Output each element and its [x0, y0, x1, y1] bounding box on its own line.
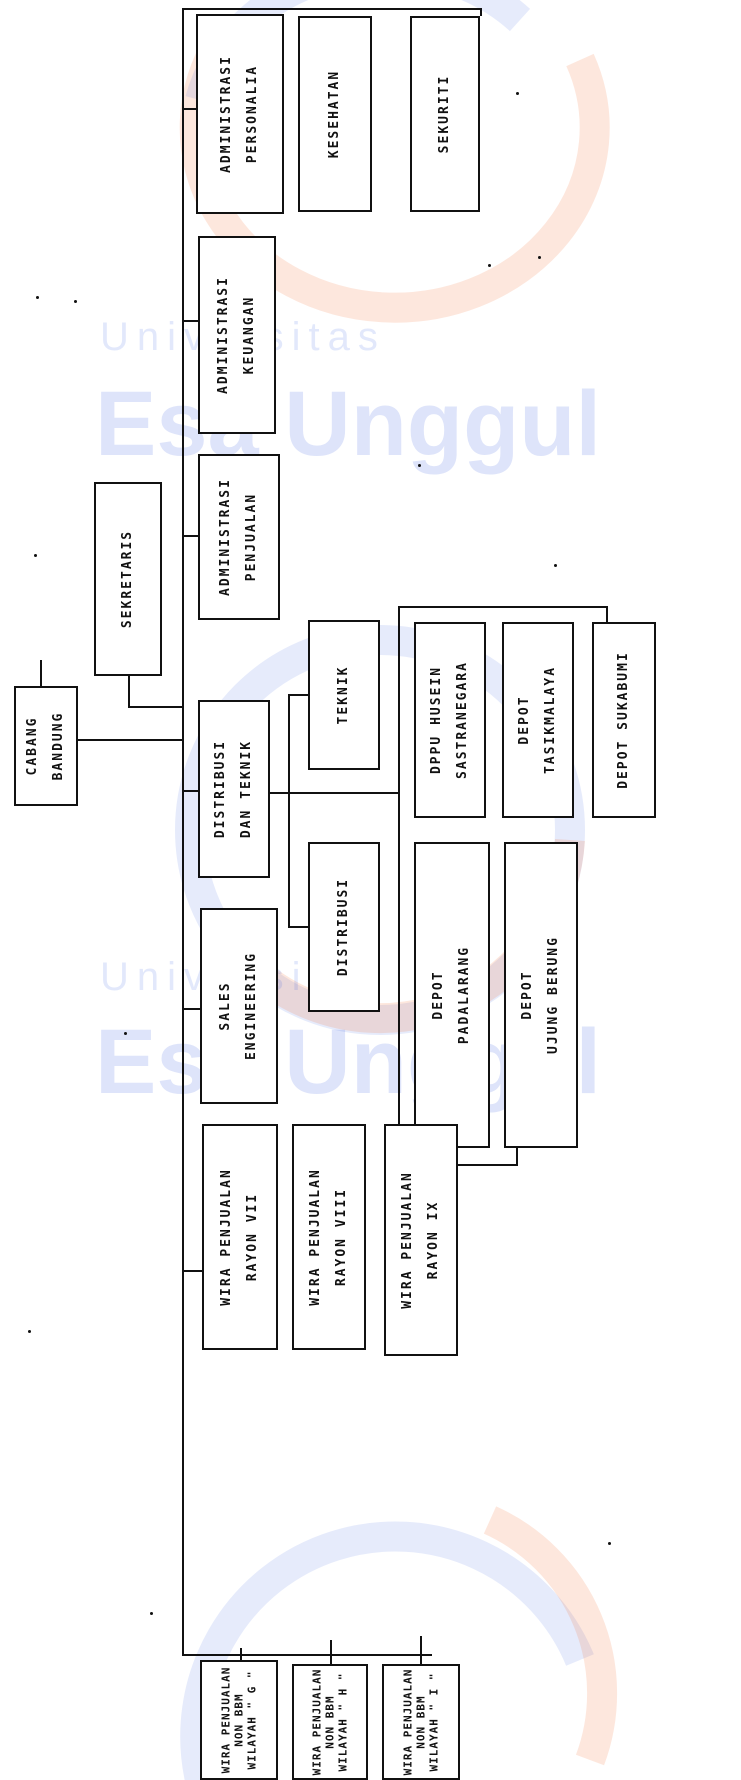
box-administrasi-personalia: ADMINISTRASI PERSONALIA — [196, 14, 284, 214]
wilayah-h-label: WIRA PENJUALAN NON BBM WILAYAH " H " — [310, 1668, 350, 1776]
box-teknik: TEKNIK — [308, 620, 380, 770]
scan-speck — [74, 300, 77, 303]
wilayah-i-label: WIRA PENJUALAN NON BBM WILAYAH " I " — [401, 1668, 441, 1776]
administrasi-penjualan-label: ADMINISTRASI PENJUALAN — [218, 478, 259, 596]
scan-speck — [538, 256, 541, 259]
scan-speck — [150, 1612, 153, 1615]
connector-rayon-vii — [182, 1270, 202, 1272]
sales-engineering-label: SALES ENGINEERING — [218, 951, 259, 1061]
box-depot-padalarang: DEPOT PADALARANG — [414, 842, 490, 1148]
connector-rayon-ix — [420, 1636, 422, 1656]
connector-sales-engineering — [182, 1008, 202, 1010]
connector-teknik — [288, 694, 310, 696]
connector-admin-keuangan — [182, 320, 200, 322]
box-wilayah-g: WIRA PENJUALAN NON BBM WILAYAH " G " — [200, 1660, 278, 1780]
connector-dt-subbranch — [270, 792, 400, 794]
connector-top-bar — [182, 8, 482, 10]
wira-rayon-vii-label: WIRA PENJUALAN RAYON VII — [219, 1168, 260, 1306]
connector-wilayah-g — [240, 1648, 242, 1662]
depot-padalarang-label: DEPOT PADALARANG — [431, 945, 472, 1045]
box-wira-rayon-ix: WIRA PENJUALAN RAYON IX — [384, 1124, 458, 1356]
scan-speck — [36, 296, 39, 299]
box-sekuriti: SEKURITI — [410, 16, 480, 212]
watermark-name-1: Esa Unggul — [95, 373, 602, 475]
administrasi-personalia-label: ADMINISTRASI PERSONALIA — [219, 55, 260, 173]
connector-depot-bottom-stub-2 — [516, 1148, 518, 1166]
scan-speck — [516, 92, 519, 95]
kesehatan-label: KESEHATAN — [327, 69, 342, 159]
connector-distribusi-teknik — [182, 790, 200, 792]
depot-sukabumi-label: DEPOT SUKABUMI — [616, 651, 631, 789]
connector-distribusi — [288, 926, 310, 928]
dppu-husein-label: DPPU HUSEIN SASTRANEGARA — [429, 661, 470, 779]
connector-teknik-distribusi-bus — [288, 694, 290, 928]
box-depot-tasikmalaya: DEPOT TASIKMALAYA — [502, 622, 574, 818]
connector-depot-frame-bottom — [398, 1164, 518, 1166]
scan-speck — [418, 464, 421, 467]
wira-rayon-ix-label: WIRA PENJUALAN RAYON IX — [400, 1171, 441, 1309]
sekretaris-label: SEKRETARIS — [120, 529, 135, 629]
connector-secretary — [128, 676, 130, 708]
connector-wilayah-i — [420, 1656, 422, 1666]
connector-wilayah-h — [330, 1656, 332, 1666]
distribusi-dan-teknik-label: DISTRIBUSI DAN TEKNIK — [213, 739, 254, 839]
connector-admin-penjualan — [182, 535, 200, 537]
connector-depot-top-stub — [606, 606, 608, 624]
box-sekretaris: SEKRETARIS — [94, 482, 162, 676]
box-sales-engineering: SALES ENGINEERING — [200, 908, 278, 1104]
wira-rayon-viii-label: WIRA PENJUALAN RAYON VIII — [308, 1168, 349, 1306]
teknik-label: TEKNIK — [336, 665, 351, 725]
box-depot-ujung-berung: DEPOT UJUNG BERUNG — [504, 842, 578, 1148]
scan-speck — [608, 1542, 611, 1545]
sekuriti-label: SEKURITI — [437, 74, 452, 154]
depot-ujung-berung-label: DEPOT UJUNG BERUNG — [520, 936, 561, 1054]
connector-secretary-branch — [128, 706, 184, 708]
box-administrasi-penjualan: ADMINISTRASI PENJUALAN — [198, 454, 280, 620]
scan-speck — [488, 264, 491, 267]
box-wira-rayon-vii: WIRA PENJUALAN RAYON VII — [202, 1124, 278, 1350]
scan-speck — [554, 564, 557, 567]
connector-admin-personalia — [182, 108, 198, 110]
connector-root-to-spine — [78, 739, 184, 741]
box-depot-sukabumi: DEPOT SUKABUMI — [592, 622, 656, 818]
distribusi-label: DISTRIBUSI — [336, 877, 351, 977]
box-dppu-husein-sastranegara: DPPU HUSEIN SASTRANEGARA — [414, 622, 486, 818]
box-wilayah-h: WIRA PENJUALAN NON BBM WILAYAH " H " — [292, 1664, 368, 1780]
connector-depot-frame-left — [398, 606, 400, 1166]
connector-rayon-bottom — [182, 1654, 432, 1656]
box-wilayah-i: WIRA PENJUALAN NON BBM WILAYAH " I " — [382, 1664, 460, 1780]
administrasi-keuangan-label: ADMINISTRASI KEUANGAN — [216, 276, 257, 394]
connector-top-right — [480, 8, 482, 16]
box-distribusi: DISTRIBUSI — [308, 842, 380, 1012]
connector-top-stub — [40, 660, 42, 688]
depot-tasikmalaya-label: DEPOT TASIKMALAYA — [517, 665, 558, 775]
scan-speck — [124, 1032, 127, 1035]
box-kesehatan: KESEHATAN — [298, 16, 372, 212]
box-administrasi-keuangan: ADMINISTRASI KEUANGAN — [198, 236, 276, 434]
main-spine — [182, 8, 184, 1656]
scan-speck — [34, 554, 37, 557]
box-distribusi-dan-teknik: DISTRIBUSI DAN TEKNIK — [198, 700, 270, 878]
box-cabang-bandung: CABANG BANDUNG — [14, 686, 78, 806]
box-wira-rayon-viii: WIRA PENJUALAN RAYON VIII — [292, 1124, 366, 1350]
wilayah-g-label: WIRA PENJUALAN NON BBM WILAYAH " G " — [219, 1666, 259, 1774]
scan-speck — [28, 1330, 31, 1333]
cabang-bandung-label: CABANG BANDUNG — [25, 711, 66, 781]
connector-depot-frame-top — [398, 606, 608, 608]
connector-rayon-viii — [330, 1640, 332, 1656]
